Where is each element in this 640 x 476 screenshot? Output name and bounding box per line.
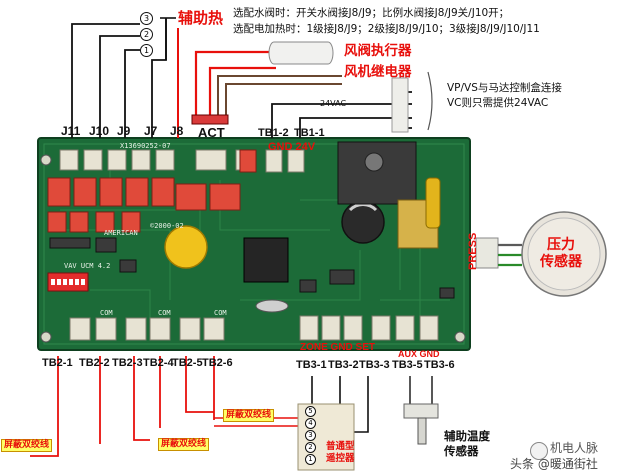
- terminal-circle-1: 1: [140, 44, 153, 57]
- com-label-2: COM: [158, 309, 171, 317]
- remote-panel-terminal-2: 2: [305, 442, 316, 453]
- tb2-1-label: TB2-1: [42, 357, 73, 369]
- gnd-24v-label: GND 24V: [268, 141, 316, 153]
- damper-actuator-label: 风阀执行器: [344, 43, 412, 58]
- fan-relay-label: 风机继电器: [344, 64, 412, 79]
- j7-label: J7: [144, 124, 158, 138]
- watermark-logo-text: 机电人脉: [550, 441, 599, 455]
- tb1-1-label: TB1-1: [294, 127, 325, 139]
- tb2-4-label: TB2-4: [143, 357, 174, 369]
- pcb-model: VAV UCM 4.2: [64, 262, 111, 270]
- remote-panel-terminal-1: 1: [305, 454, 316, 465]
- press-label: PRESS: [467, 232, 479, 270]
- j8-label: J8: [170, 124, 184, 138]
- tb2-2-label: TB2-2: [79, 357, 110, 369]
- tb3-2-label: TB3-2: [328, 359, 359, 371]
- vp-vs-note: VP/VS与马达控制盒连接: [447, 82, 562, 94]
- shield-twisted-pair-3: 屏蔽双绞线: [1, 439, 53, 452]
- motor-control-box: [391, 77, 409, 133]
- aux-temp-sensor-label: 辅助温度 传感器: [444, 431, 490, 458]
- tb2-6-label: TB2-6: [202, 357, 233, 369]
- remote-panel-terminal-4: 4: [305, 418, 316, 429]
- watermark-logo: [530, 442, 548, 460]
- j9-label: J9: [117, 124, 131, 138]
- vac-24-label: 24VAC: [320, 99, 347, 108]
- mcu-chip: [243, 237, 289, 283]
- terminal-circle-3: 3: [140, 12, 153, 25]
- dip-switch: [47, 272, 89, 292]
- pcb-copyright: ©2000-02: [150, 222, 184, 230]
- transformer: [337, 141, 417, 205]
- pcb-brand: AMERICAN: [104, 229, 138, 237]
- shield-twisted-pair-1: 屏蔽双绞线: [223, 409, 275, 422]
- com-label-1: COM: [100, 309, 113, 317]
- com-label-3: COM: [214, 309, 227, 317]
- valve-wiring-note: 选配水阀时：开关水阀接J8/J9；比例水阀接J8/J9关/J10开；: [233, 7, 510, 19]
- aux-gnd-label: AUX GND: [398, 349, 440, 359]
- terminal-circle-2: 2: [140, 28, 153, 41]
- shield-twisted-pair-2: 屏蔽双绞线: [158, 438, 210, 451]
- pressure-sensor-label: 压力 传感器: [540, 236, 582, 269]
- remote-panel-terminal-3: 3: [305, 430, 316, 441]
- tb3-1-label: TB3-1: [296, 359, 327, 371]
- tb1-2-label: TB1-2: [258, 127, 289, 139]
- damper-actuator-cable: [268, 41, 334, 65]
- watermark-text: 头条 @暖通街社: [510, 457, 598, 471]
- aux-heat-title: 辅助热: [178, 10, 224, 27]
- zone-gnd-set-label: ZONE GND SET: [300, 342, 376, 353]
- j11-label: J11: [61, 124, 81, 138]
- tb2-3-label: TB2-3: [112, 357, 143, 369]
- pcb-part-number: X13690252-07: [120, 142, 171, 150]
- heater-wiring-note: 选配电加热时：1级接J8/J9；2级接J8/J9/J10；3级接J8/J9/J1…: [233, 23, 540, 35]
- j10-label: J10: [89, 124, 110, 138]
- remote-panel-label: 普通型 遥控器: [326, 441, 355, 464]
- tb2-5-label: TB2-5: [172, 357, 203, 369]
- act-label: ACT: [198, 125, 225, 140]
- tb3-5-label: TB3-5: [392, 359, 423, 371]
- remote-panel-terminal-5: 5: [305, 406, 316, 417]
- tb3-3-label: TB3-3: [359, 359, 390, 371]
- vc-note: VC则只需提供24VAC: [447, 97, 549, 109]
- varistor: [164, 225, 208, 269]
- capacitor: [341, 200, 385, 244]
- tb3-6-label: TB3-6: [424, 359, 455, 371]
